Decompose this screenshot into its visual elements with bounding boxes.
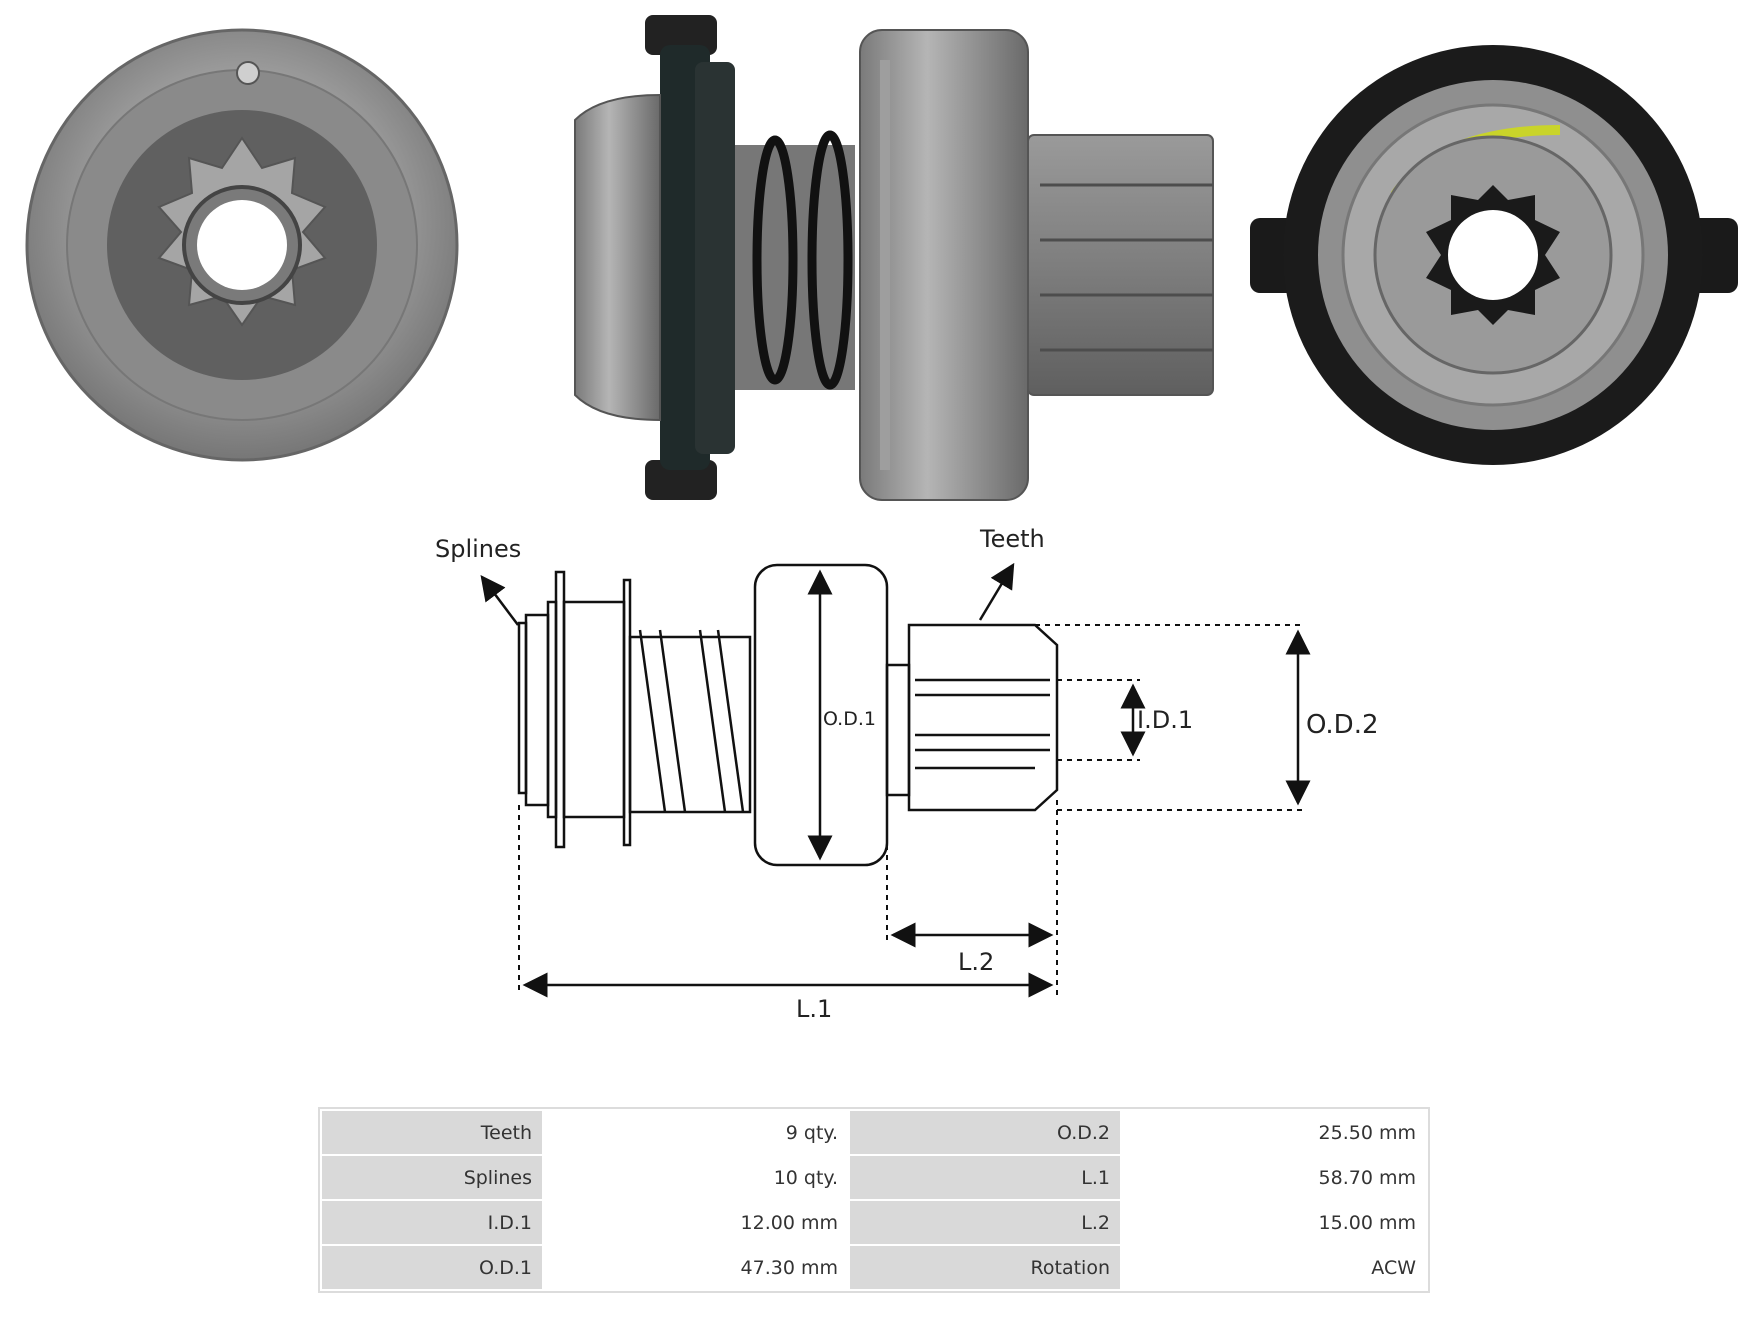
od1-label: O.D.1 xyxy=(823,708,876,730)
l2-label: L.2 xyxy=(958,948,994,976)
spec-key: L.2 xyxy=(850,1201,1120,1244)
spec-key: Teeth xyxy=(322,1111,542,1154)
dimension-diagram: Splines Teeth O.D.1 I.D.1 O.D.2 L.2 L.1 xyxy=(435,525,1379,1023)
spec-key: Splines xyxy=(322,1156,542,1199)
spec-value: 15.00 mm xyxy=(1122,1201,1426,1244)
spec-key: O.D.1 xyxy=(322,1246,542,1289)
spec-value: 12.00 mm xyxy=(544,1201,848,1244)
spec-key: O.D.2 xyxy=(850,1111,1120,1154)
spec-key: I.D.1 xyxy=(322,1201,542,1244)
specifications-table: Teeth 9 qty. O.D.2 25.50 mm Splines 10 q… xyxy=(318,1107,1430,1293)
product-photos xyxy=(25,15,1738,501)
splines-label: Splines xyxy=(435,535,521,563)
front-view-photo xyxy=(25,28,459,462)
spec-key: L.1 xyxy=(850,1156,1120,1199)
table-row: I.D.1 12.00 mm L.2 15.00 mm xyxy=(322,1201,1426,1244)
teeth-pointer-arrow xyxy=(978,562,1015,621)
spec-value: 9 qty. xyxy=(544,1111,848,1154)
spec-value: 10 qty. xyxy=(544,1156,848,1199)
l1-label: L.1 xyxy=(796,995,832,1023)
od2-label: O.D.2 xyxy=(1306,710,1379,740)
table-row: Splines 10 qty. L.1 58.70 mm xyxy=(322,1156,1426,1199)
spec-value: 58.70 mm xyxy=(1122,1156,1426,1199)
table-row: O.D.1 47.30 mm Rotation ACW xyxy=(322,1246,1426,1289)
spec-value: 25.50 mm xyxy=(1122,1111,1426,1154)
spec-value: ACW xyxy=(1122,1246,1426,1289)
table-row: Teeth 9 qty. O.D.2 25.50 mm xyxy=(322,1111,1426,1154)
side-view-photo xyxy=(574,15,1214,501)
rear-view-photo xyxy=(1250,45,1738,465)
splines-pointer-arrow xyxy=(480,575,519,626)
teeth-label: Teeth xyxy=(979,525,1045,553)
spec-key: Rotation xyxy=(850,1246,1120,1289)
id1-label: I.D.1 xyxy=(1137,706,1193,734)
spec-value: 47.30 mm xyxy=(544,1246,848,1289)
